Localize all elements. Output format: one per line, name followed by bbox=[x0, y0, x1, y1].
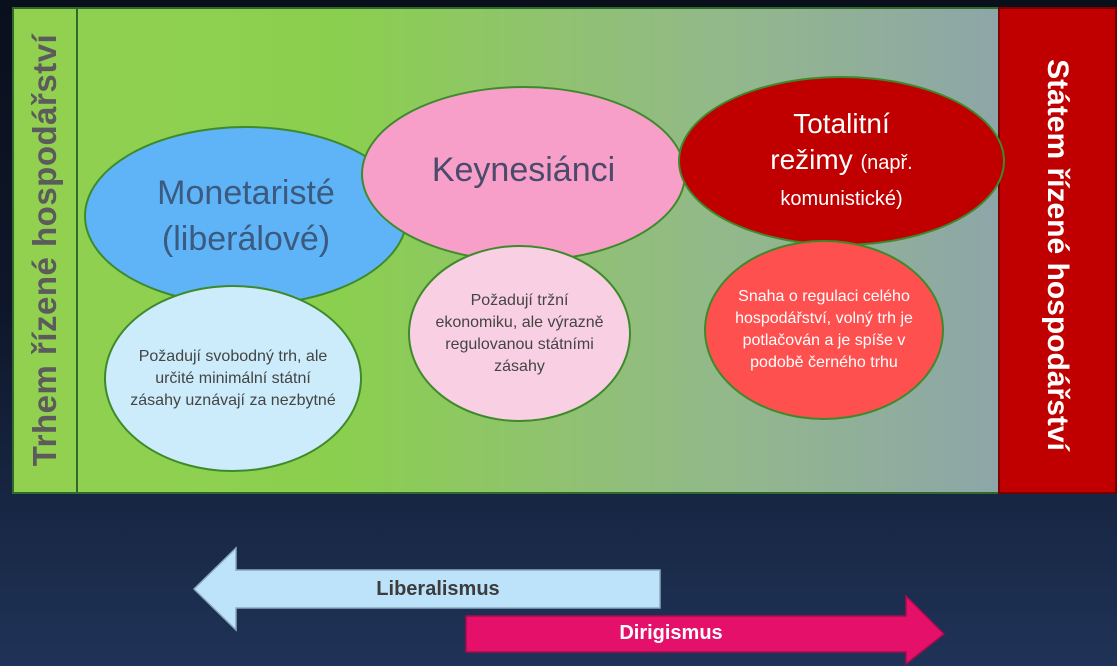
keynesians-description: Požadují tržní ekonomiku, ale výrazně re… bbox=[435, 291, 604, 375]
monetarists-description-ellipse: Požadují svobodný trh, ale určité minimá… bbox=[104, 285, 362, 472]
totalitarian-title-line1: Totalitní bbox=[793, 107, 890, 139]
totalitarian-title-line3: komunistické) bbox=[780, 187, 903, 210]
dirigisme-label: Dirigismus bbox=[619, 622, 723, 644]
monetarists-ellipse: Monetaristé (liberálové) bbox=[84, 126, 408, 306]
state-economy-bar bbox=[998, 7, 1117, 494]
totalitarian-ellipse: Totalitní režimy (např. komunistické) bbox=[678, 76, 1005, 246]
market-economy-bar bbox=[12, 7, 78, 494]
totalitarian-description: Snaha o regulaci celého hospodářství, vo… bbox=[735, 288, 913, 371]
keynesians-title: Keynesiánci bbox=[431, 150, 616, 189]
totalitarian-title-eg: (např. bbox=[860, 151, 913, 174]
keynesians-ellipse: Keynesiánci bbox=[361, 86, 686, 262]
totalitarian-title-line2: režimy (např. bbox=[770, 142, 912, 181]
dirigisme-arrow bbox=[465, 594, 946, 666]
totalitarian-description-ellipse: Snaha o regulaci celého hospodářství, vo… bbox=[704, 240, 944, 420]
liberalism-arrow bbox=[192, 546, 661, 632]
monetarists-description: Požadují svobodný trh, ale určité minimá… bbox=[130, 347, 336, 409]
totalitarian-title-regimes: režimy bbox=[770, 143, 853, 175]
monetarists-title-line2: (liberálové) bbox=[161, 220, 331, 258]
keynesians-description-ellipse: Požadují tržní ekonomiku, ale výrazně re… bbox=[408, 245, 631, 422]
monetarists-title-line1: Monetaristé bbox=[157, 174, 335, 212]
liberalism-label: Liberalismus bbox=[376, 578, 500, 600]
